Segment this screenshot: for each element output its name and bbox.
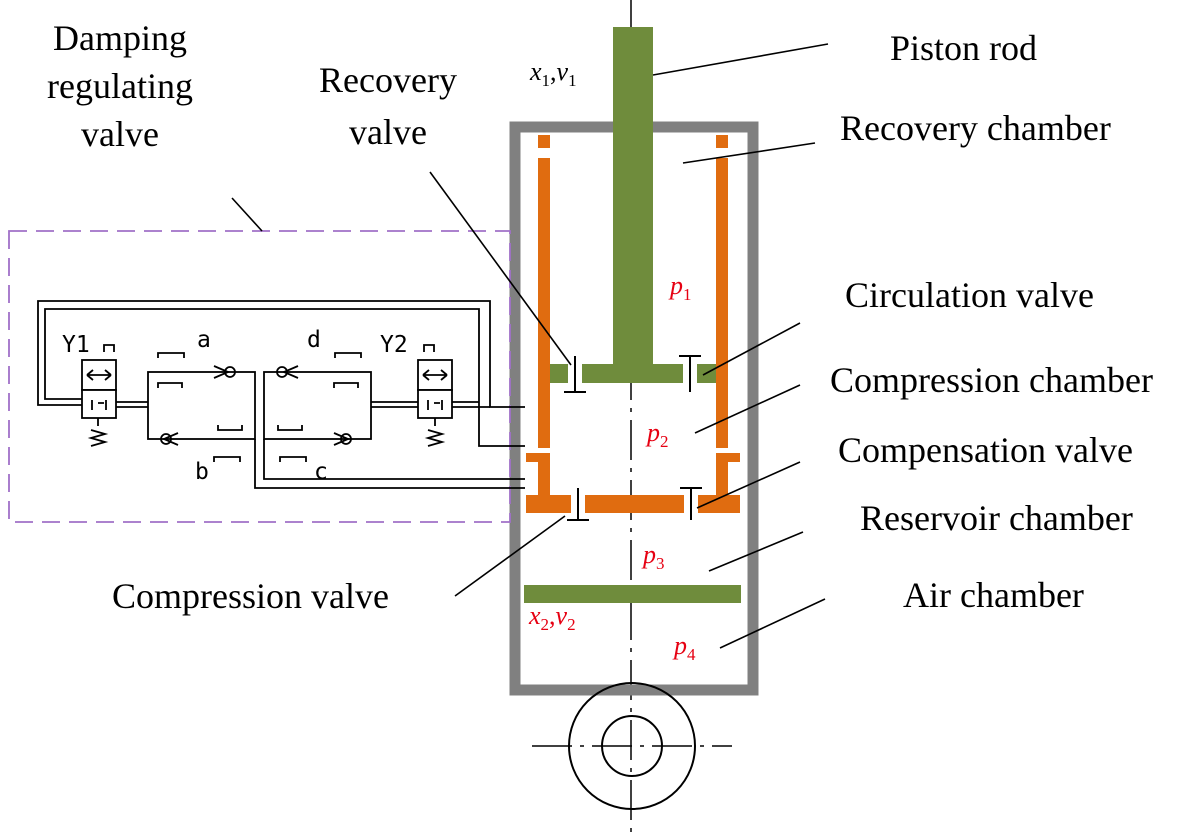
label-compression-valve: Compression valve <box>112 576 389 616</box>
piston-rod <box>550 27 716 383</box>
label-compensation-valve: Compensation valve <box>838 430 1133 470</box>
label-damping-valve-line2: regulating <box>47 66 193 106</box>
label-circulation-valve: Circulation valve <box>845 275 1094 315</box>
label-recovery-valve-line1: Recovery <box>319 60 457 100</box>
label-piston-rod: Piston rod <box>890 28 1037 68</box>
label-check-d: d <box>307 327 321 353</box>
label-air-chamber: Air chamber <box>903 575 1084 615</box>
label-reservoir-chamber: Reservoir chamber <box>860 498 1133 538</box>
floating-piston <box>524 585 741 603</box>
label-check-c: c <box>314 459 328 485</box>
leader-lines <box>231 43 829 649</box>
label-damping-valve-line1: Damping <box>53 18 187 58</box>
mount-eye <box>532 682 732 810</box>
y2-valve <box>417 359 453 419</box>
y1-valve <box>81 359 117 419</box>
label-p3: p3 <box>641 540 665 573</box>
label-check-a: a <box>197 327 211 353</box>
valve-symbols <box>564 355 702 521</box>
inner-cylinder <box>526 135 740 513</box>
label-p2: p2 <box>645 418 669 451</box>
label-damping-valve-line3: valve <box>81 114 159 154</box>
label-rod-motion: x1,v1 <box>529 57 577 90</box>
damping-valve-box <box>8 230 511 523</box>
label-y1: Y1 <box>62 332 90 358</box>
label-compression-chamber: Compression chamber <box>830 360 1153 400</box>
label-recovery-valve-line2: valve <box>349 112 427 152</box>
label-p1: p1 <box>668 271 692 304</box>
check-valves <box>157 352 362 462</box>
label-p4: p4 <box>672 631 696 664</box>
label-floating-motion: x2,v2 <box>528 601 576 634</box>
label-check-b: b <box>195 459 209 485</box>
label-recovery-chamber: Recovery chamber <box>840 108 1111 148</box>
hydraulic-lines <box>37 300 525 489</box>
label-y2: Y2 <box>380 332 408 358</box>
